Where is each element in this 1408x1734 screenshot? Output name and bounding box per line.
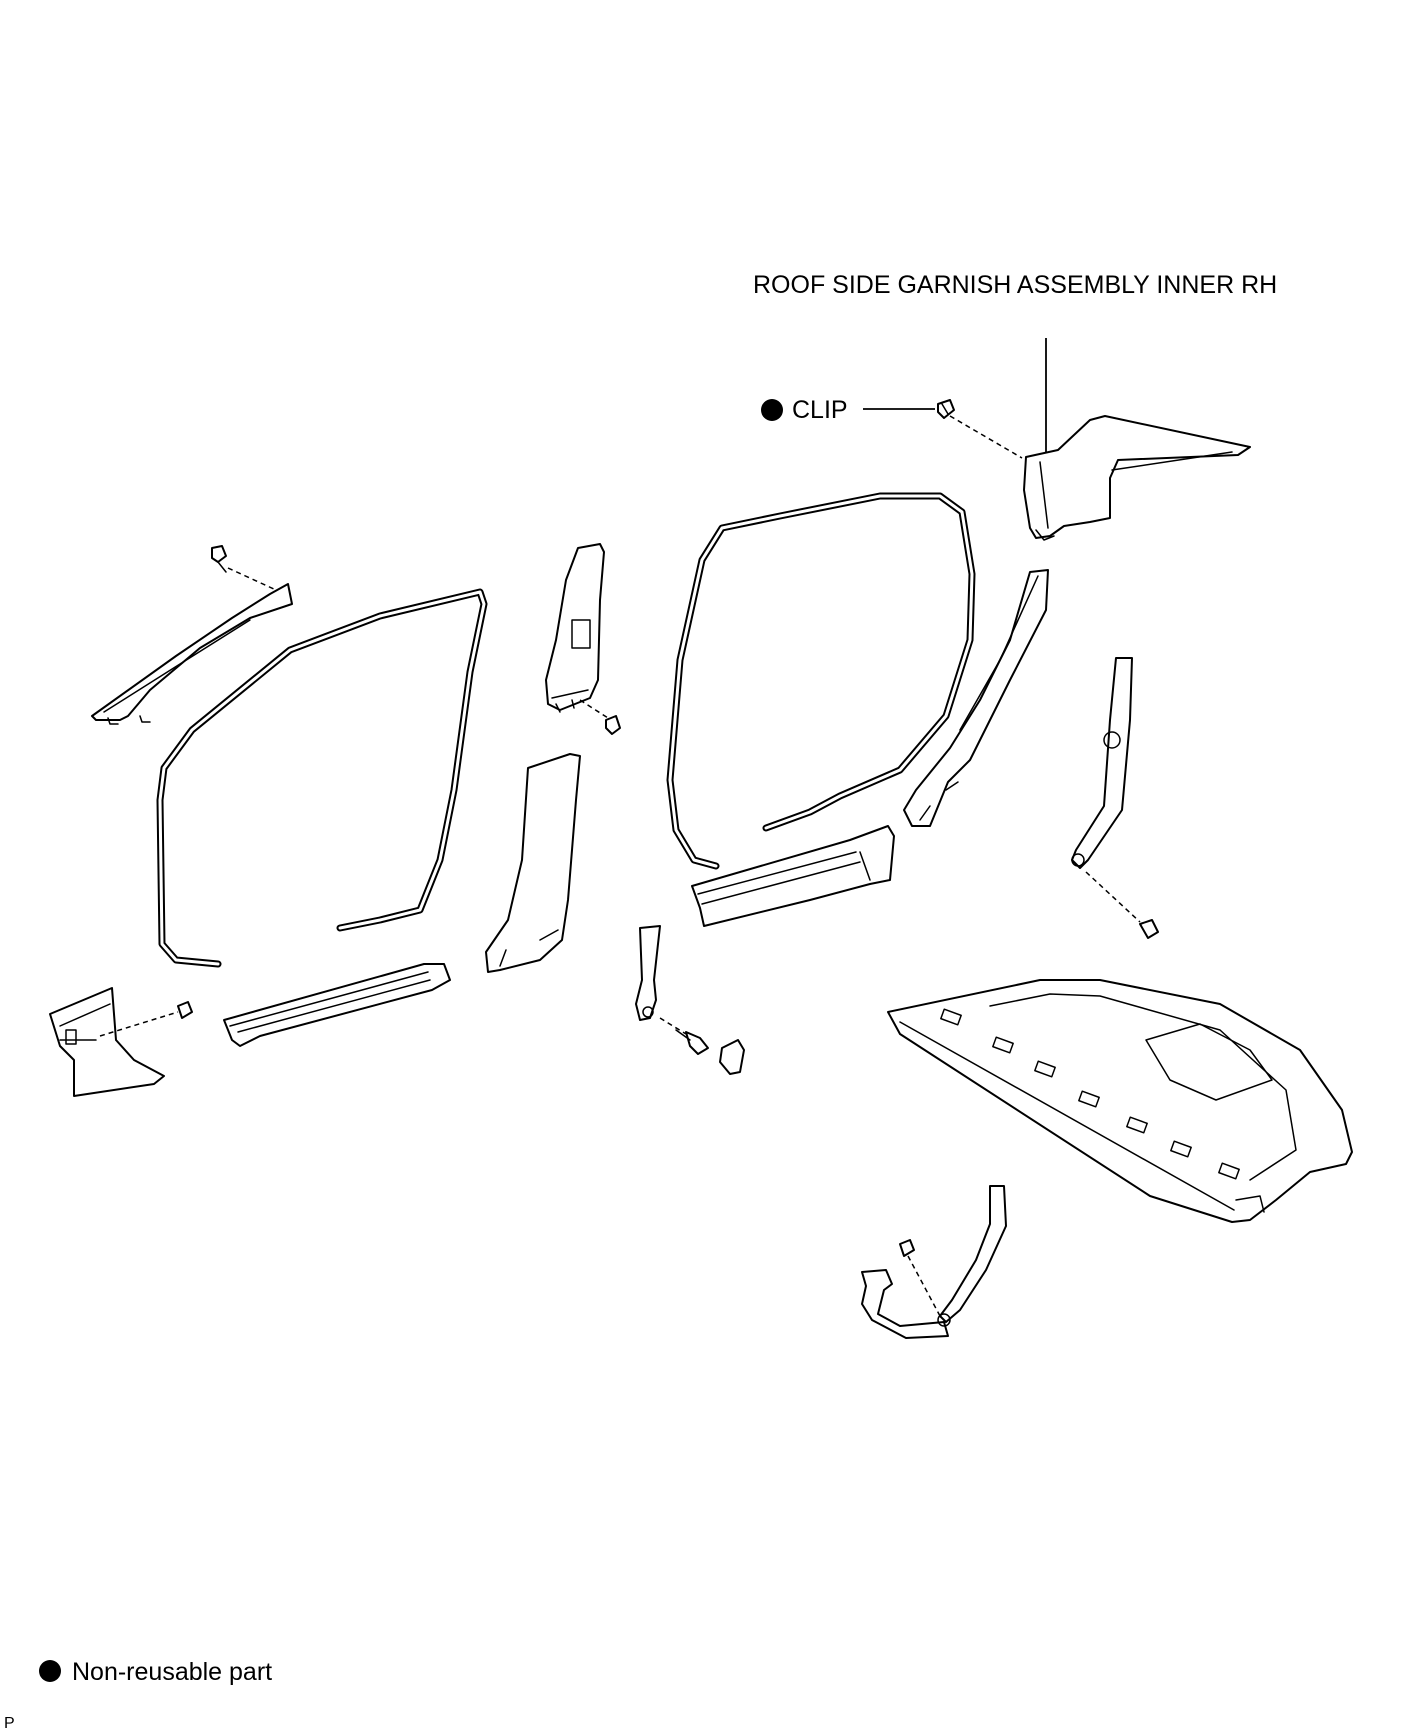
rear-seat-belt-part [1071, 657, 1133, 869]
center-pillar-upper-garnish-part [545, 543, 605, 713]
front-door-scuff-plate-part [223, 963, 451, 1047]
front-seat-belt-anchor-part [635, 925, 661, 1021]
anchor-cover-part [719, 1039, 745, 1075]
legend-non-reusable-icon [39, 1660, 61, 1682]
center-pillar-bolt-dashed-guide [579, 699, 609, 719]
cowl-clip-dashed-guide [99, 1011, 179, 1037]
pillar-clip-part [211, 545, 227, 573]
clip-dashed-guide [949, 415, 1023, 459]
rear-belt-lower-anchor-part [861, 1185, 1007, 1339]
package-tray-trim-part [887, 979, 1353, 1223]
cowl-side-trim-part [49, 987, 165, 1097]
center-pillar-bolt-part [605, 715, 621, 735]
rear-door-scuff-plate-part [691, 825, 895, 927]
rear-belt-bolt-dashed-guide [1085, 871, 1141, 923]
clip-label: CLIP [792, 396, 848, 424]
center-pillar-lower-garnish-part [485, 753, 581, 973]
rear-door-weatherstrip-part [666, 492, 976, 870]
rear-floor-nut-dashed-guide [907, 1255, 941, 1317]
rear-belt-bolt-part [1139, 919, 1159, 939]
roof-side-garnish-part [1023, 415, 1251, 541]
cowl-clip-part [177, 1001, 193, 1019]
figure-code: P [4, 1715, 15, 1732]
non-reusable-marker-icon [761, 399, 783, 421]
roof-side-garnish-label: ROOF SIDE GARNISH ASSEMBLY INNER RH [753, 271, 1277, 299]
clip-part [937, 399, 955, 419]
legend-label: Non-reusable part [72, 1658, 272, 1686]
front-door-weatherstrip-part [156, 588, 488, 968]
pillar-clip-dashed-guide [227, 567, 277, 591]
quarter-pillar-garnish-part [903, 569, 1049, 827]
anchor-bolt-part [675, 1029, 709, 1055]
rear-floor-nut-part [899, 1239, 915, 1257]
anchor-bolt-dashed-guide [659, 1017, 687, 1035]
front-pillar-garnish-part [91, 583, 293, 725]
